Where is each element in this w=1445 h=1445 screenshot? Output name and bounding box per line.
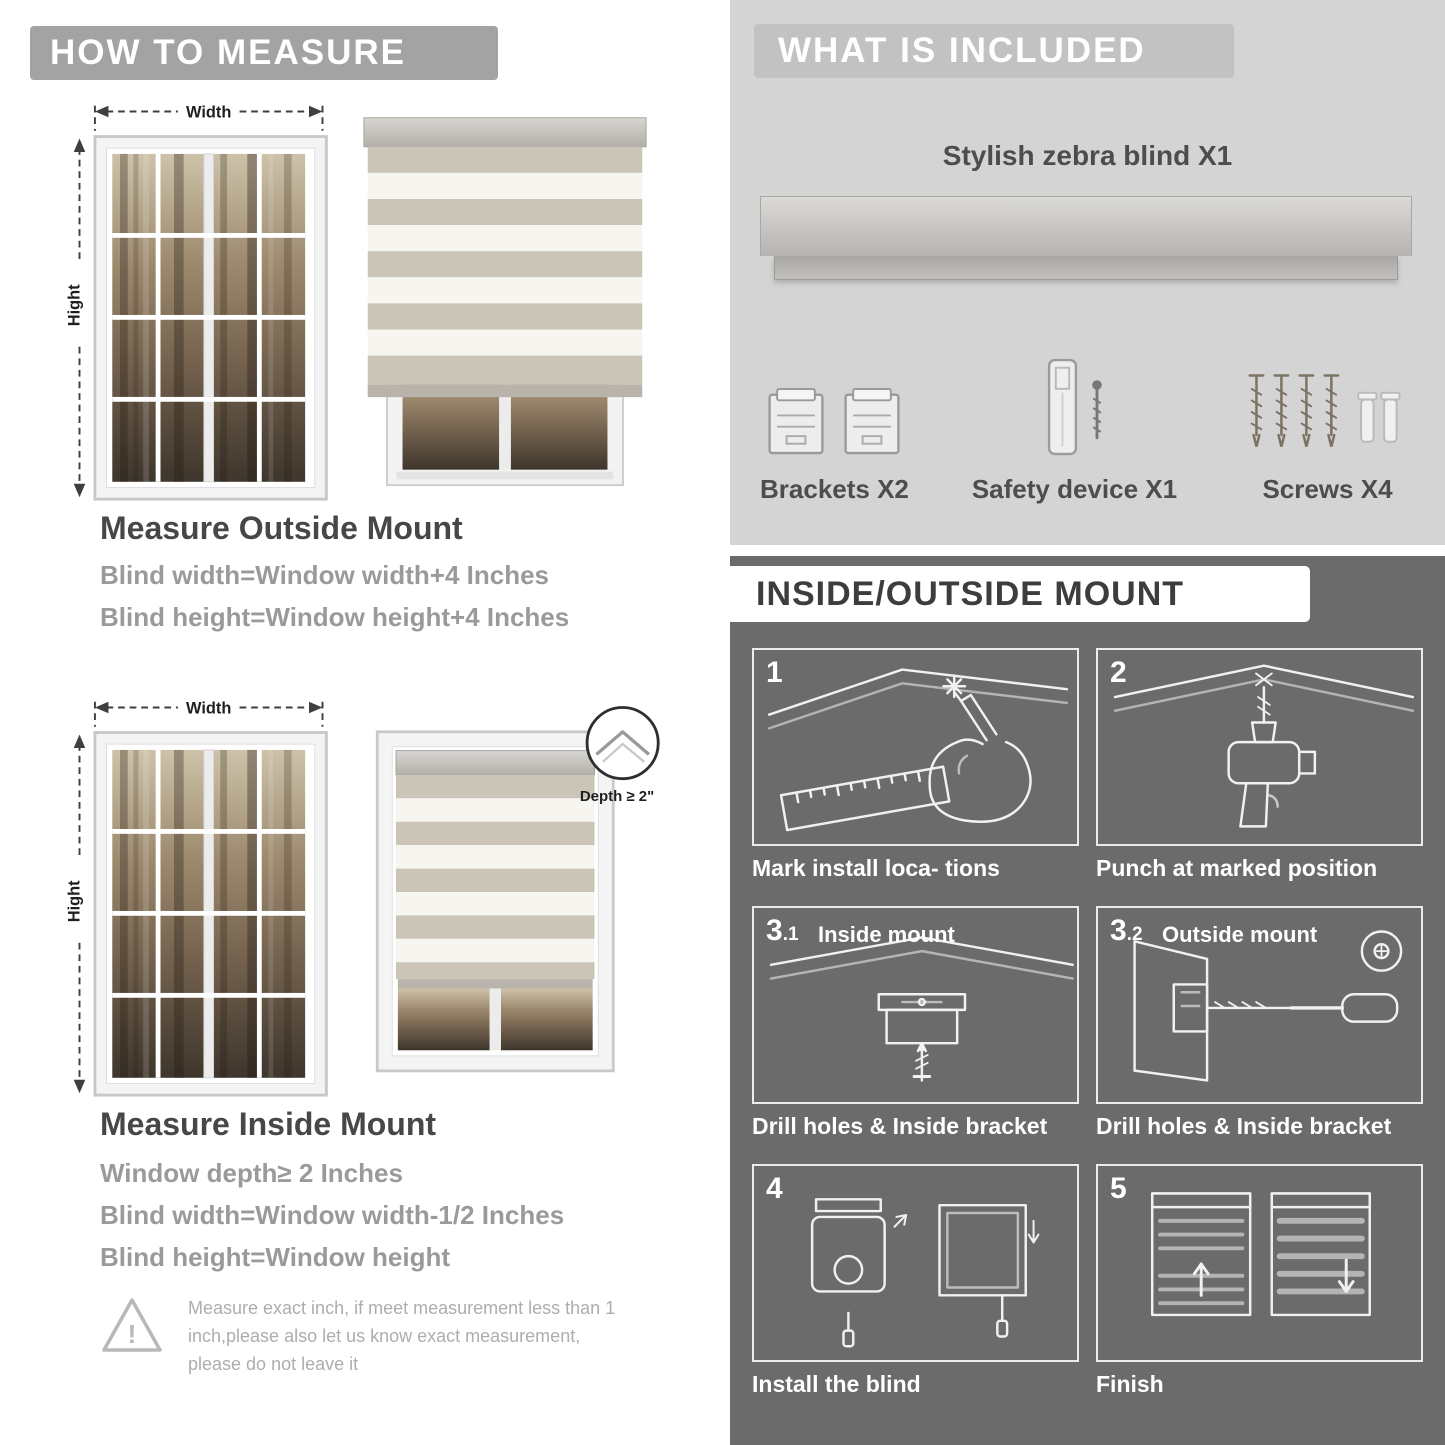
zebra-blind-inside-illustration: Depth ≥ 2" <box>375 706 660 1073</box>
brackets-label: Brackets X2 <box>760 474 909 504</box>
height-label: Hight <box>66 880 84 922</box>
screws-label: Screws X4 <box>1262 474 1393 504</box>
screw-icons <box>1240 302 1415 460</box>
included-item-screws: Screws X4 <box>1240 302 1415 505</box>
step-number: 5 <box>1110 1172 1127 1205</box>
outside-mount-line: Blind width=Window width+4 Inches <box>100 560 549 590</box>
zebra-blind-outside-illustration <box>363 117 647 487</box>
step-number: 2 <box>1110 656 1127 689</box>
zebra-stripes <box>367 146 643 385</box>
warning-exclamation: ! <box>128 1319 137 1349</box>
step-3-2-panel: 3.2 Outside mount <box>1096 906 1423 1104</box>
drill-illustration <box>1113 664 1415 828</box>
measure-warning: ! Measure exact inch, if meet measuremen… <box>100 1295 660 1379</box>
outside-mount-heading: Measure Outside Mount <box>100 510 463 546</box>
step-1: 1 <box>752 648 1079 882</box>
outside-mount-line: Blind height=Window height+4 Inches <box>100 602 570 632</box>
step-5-panel: 5 <box>1096 1164 1423 1362</box>
step-5-caption: Finish <box>1096 1371 1164 1397</box>
step-4: 4 <box>752 1164 1079 1398</box>
bracket-icon <box>844 387 901 455</box>
step-3-1-caption: Drill holes & Inside bracket <box>752 1113 1048 1139</box>
mount-steps-grid: 1 <box>752 648 1423 1398</box>
what-is-included-section: WHAT IS INCLUDED Stylish zebra blind X1 … <box>730 0 1445 545</box>
step-number: 1 <box>766 656 783 689</box>
inside-mount-line: Window depth≥ 2 Inches <box>100 1158 403 1188</box>
window-measure-inside-illustration: Width Hight <box>66 699 328 1097</box>
safety-device-icon <box>1048 358 1103 456</box>
warning-icon: ! <box>102 1298 162 1352</box>
depth-label: Depth ≥ 2" <box>580 788 654 805</box>
inside-mount-heading: Measure Inside Mount <box>100 1106 437 1142</box>
step-3-2-caption: Drill holes & Inside bracket <box>1096 1113 1392 1139</box>
warning-text: Measure exact inch, if meet measurement … <box>188 1298 616 1374</box>
safety-device-label: Safety device X1 <box>971 474 1178 504</box>
included-item-safety-device: Safety device X1 <box>972 302 1177 505</box>
outside-bracket-illustration <box>1133 930 1403 1082</box>
finish-illustration <box>1150 1192 1371 1317</box>
step-1-panel: 1 <box>752 648 1079 846</box>
step-2-panel: 2 <box>1096 648 1423 846</box>
step-4-panel: 4 <box>752 1164 1079 1362</box>
what-is-included-banner: WHAT IS INCLUDED <box>754 24 1234 78</box>
step-4-caption: Install the blind <box>752 1371 921 1397</box>
right-column: WHAT IS INCLUDED Stylish zebra blind X1 … <box>730 0 1445 1445</box>
mark-location-illustration <box>767 668 1069 832</box>
install-blind-illustration <box>810 1198 1040 1348</box>
inside-mount-line: Blind height=Window height <box>100 1242 450 1272</box>
step-3-1: 3.1 Inside mount <box>752 906 1079 1140</box>
headrail-lip <box>774 256 1398 280</box>
how-to-measure-banner: HOW TO MEASURE <box>30 26 498 80</box>
step-title: Outside mount <box>1162 922 1318 947</box>
step-2: 2 Pu <box>1096 648 1423 882</box>
included-item-brackets: Brackets X2 <box>760 302 909 505</box>
safety-device-icons <box>1028 302 1120 460</box>
screw-icon <box>1248 374 1401 448</box>
included-items-row: Brackets X2 Safety device X1 <box>760 302 1415 505</box>
zebra-stripes <box>395 774 595 980</box>
inside-outside-mount-section: INSIDE/OUTSIDE MOUNT 1 <box>730 556 1445 1445</box>
width-label: Width <box>186 103 231 121</box>
step-title: Inside mount <box>818 922 955 947</box>
product-title: Stylish zebra blind X1 <box>942 140 1233 171</box>
headrail-illustration <box>760 196 1412 280</box>
step-5: 5 Finish <box>1096 1164 1423 1398</box>
headrail-top <box>760 196 1412 256</box>
step-2-caption: Punch at marked position <box>1096 855 1378 881</box>
window-measure-outside-illustration: Width Hight <box>66 103 328 501</box>
depth-zoom-circle <box>585 706 660 781</box>
step-number: 4 <box>766 1172 783 1205</box>
step-number: 3.2 <box>1110 914 1143 947</box>
width-label: Width <box>186 699 231 717</box>
inside-mount-line: Blind width=Window width-1/2 Inches <box>100 1200 565 1230</box>
step-1-caption: Mark install loca- tions <box>752 855 1000 881</box>
mount-banner: INSIDE/OUTSIDE MOUNT <box>730 566 1310 622</box>
step-number: 3.1 <box>766 914 799 947</box>
height-label: Hight <box>66 284 84 326</box>
step-3-1-panel: 3.1 Inside mount <box>752 906 1079 1104</box>
inside-bracket-illustration <box>769 936 1074 1082</box>
bracket-icons <box>763 302 905 460</box>
step-3-2: 3.2 Outside mount <box>1096 906 1423 1140</box>
bracket-icon <box>768 387 825 455</box>
